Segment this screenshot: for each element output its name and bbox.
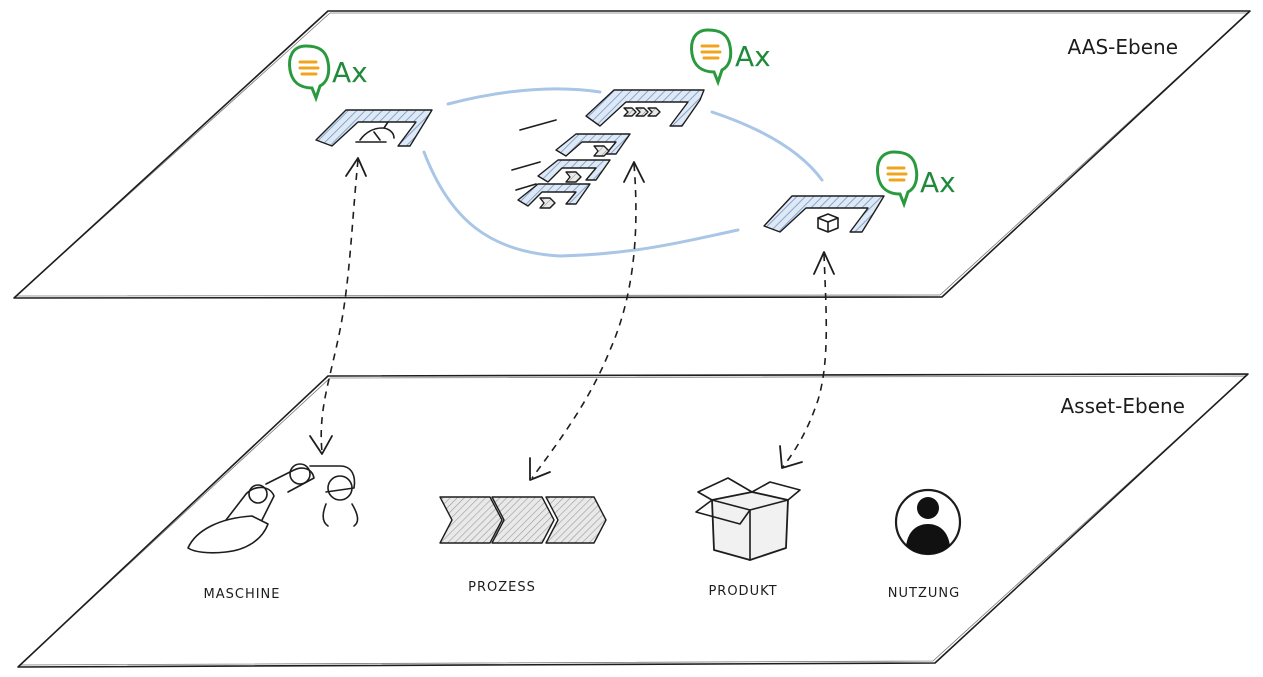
ax-badge-maschine[interactable]: Ax — [288, 44, 368, 103]
process-chevrons-icon[interactable] — [439, 496, 607, 544]
ax-label: Ax — [332, 56, 368, 89]
ax-label: Ax — [735, 40, 771, 73]
aas-shell-maschine[interactable] — [315, 109, 433, 147]
aas-plane: AAS-Ebene — [13, 10, 1251, 299]
robot-arm-icon[interactable] — [187, 463, 359, 554]
asset-label-produkt: PRODUKT — [708, 584, 777, 599]
aas-layer-label: AAS-Ebene — [1068, 35, 1178, 59]
box-icon[interactable] — [695, 477, 801, 561]
ax-label: Ax — [920, 166, 956, 199]
link-arrow-prozess — [529, 161, 645, 481]
link-arrow-produkt — [779, 251, 835, 469]
asset-plane: Asset-Ebene — [17, 373, 1249, 668]
asset-label-prozess: PROZESS — [468, 580, 536, 595]
aas-shell-produkt[interactable] — [763, 195, 885, 233]
asset-label-maschine: MASCHINE — [204, 587, 281, 602]
shell-links — [422, 87, 824, 258]
ax-badge-prozess[interactable]: Ax — [690, 28, 771, 87]
user-avatar-icon[interactable] — [894, 488, 962, 556]
asset-label-nutzung: NUTZUNG — [888, 586, 960, 601]
aas-shell-prozess[interactable] — [511, 89, 705, 209]
ax-badge-produkt[interactable]: Ax — [876, 150, 956, 209]
asset-layer-label: Asset-Ebene — [1060, 394, 1185, 418]
link-arrow-maschine — [309, 157, 367, 455]
